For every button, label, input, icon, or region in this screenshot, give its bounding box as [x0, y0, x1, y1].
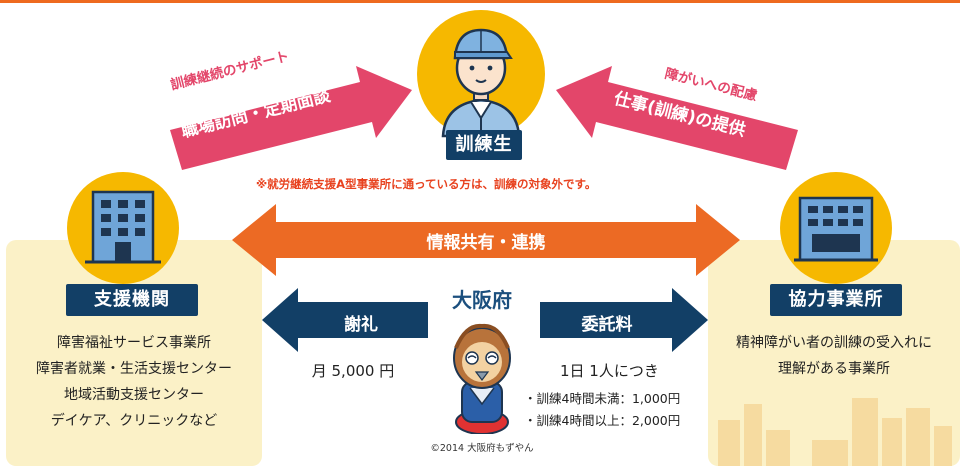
thanks-arrow [262, 288, 428, 352]
top-accent-line [0, 0, 960, 3]
support-item: デイケア、クリニックなど [50, 413, 218, 429]
copyright-text: ©2014 大阪府もずやん [430, 443, 534, 454]
city-skyline-icon [718, 398, 952, 466]
thanks-label: 謝礼 [344, 315, 378, 335]
accommodation-pink-arrow [556, 66, 798, 170]
fee-arrow [540, 288, 708, 352]
cooperation-item: 精神障がい者の訓練の受入れに [736, 335, 932, 351]
support-title: 支援機関 [66, 284, 198, 316]
fee-headline: 1日 1人につき [560, 362, 659, 380]
fee-item-under-4h: ・訓練4時間未満：1,000円 [524, 391, 681, 406]
fee-label: 委託料 [581, 315, 633, 335]
cooperation-title: 協力事業所 [770, 284, 902, 316]
thanks-amount: 月 5,000 円 [311, 362, 395, 380]
trainee-label: 訓練生 [446, 130, 522, 160]
support-item: 地域活動支援センター [64, 387, 204, 403]
cooperation-list: 精神障がい者の訓練の受入れに 理解がある事業所 [708, 330, 960, 382]
support-list: 障害福祉サービス事業所 障害者就業・生活支援センター 地域活動支援センター デイ… [6, 330, 262, 434]
info-sharing-label: 情報共有・連携 [426, 233, 546, 253]
mozuyan-mascot-icon [453, 323, 511, 434]
support-pink-arrow [170, 66, 412, 170]
osaka-label: 大阪府 [452, 288, 512, 312]
support-item: 障害福祉サービス事業所 [57, 335, 211, 351]
cooperation-item: 理解がある事業所 [778, 361, 890, 377]
company-building-icon [780, 172, 892, 284]
exclusion-note: ※就労継続支援A型事業所に通っている方は、訓練の対象外です。 [256, 177, 597, 191]
support-item: 障害者就業・生活支援センター [36, 361, 232, 377]
fee-item-over-4h: ・訓練4時間以上：2,000円 [524, 413, 681, 428]
trainee-figure-icon [417, 10, 545, 138]
info-sharing-arrow [232, 204, 740, 276]
office-building-icon [67, 172, 179, 284]
